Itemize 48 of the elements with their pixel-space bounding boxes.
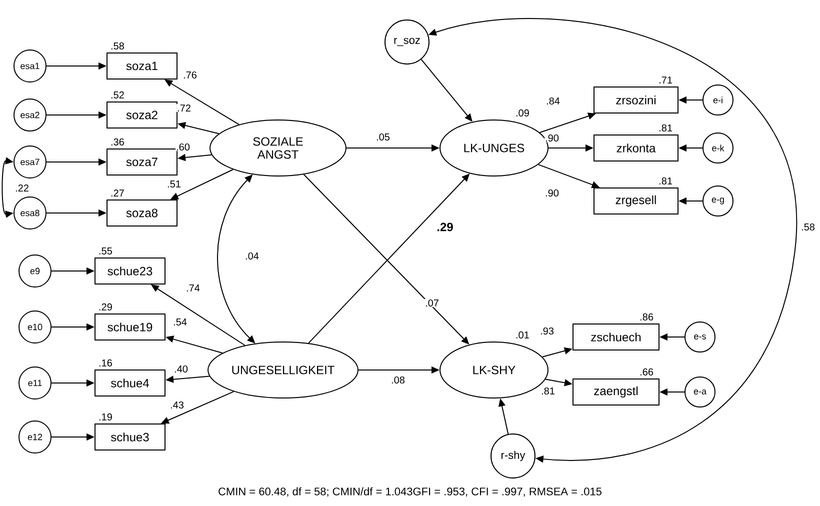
- coefficient-label: .58: [111, 42, 124, 50]
- edge-label: .84: [546, 96, 560, 106]
- edge-label: .93: [540, 326, 554, 336]
- coefficient-label: .52: [111, 91, 124, 98]
- caption: CMIN = 60.48, df = 58; CMIN/df = 1.043GFI = .953, CFI = .997, RMSEA = .015: [218, 487, 602, 497]
- coefficient-label: .36: [111, 138, 124, 146]
- edge-label: .43: [170, 400, 184, 410]
- edge-label: .58: [800, 222, 816, 232]
- indicator-box: soza1: [106, 52, 178, 80]
- edge-label: .90: [544, 134, 560, 142]
- edge-label: .90: [544, 188, 560, 198]
- edge-label: .54: [172, 318, 188, 326]
- indicator-box: zrsozini: [594, 86, 678, 114]
- indicator-box: schue23: [94, 258, 166, 284]
- edge-label: .51: [166, 180, 182, 188]
- coefficient-label: .27: [111, 190, 124, 196]
- coefficient-label: .19: [99, 413, 112, 420]
- edge-label: .05: [376, 132, 390, 142]
- coefficient-label: .16: [99, 359, 112, 366]
- edge-label: .76: [182, 70, 198, 80]
- coefficient-label: .71: [660, 76, 672, 84]
- coefficient-label: .09: [516, 109, 529, 116]
- edge-label: .22: [14, 184, 30, 192]
- edge-label: .08: [390, 376, 406, 384]
- coefficient-label: .55: [99, 248, 112, 254]
- indicator-box: soza2: [106, 102, 178, 128]
- indicator-box: zrgesell: [594, 188, 678, 214]
- indicator-box: zaengstl: [572, 378, 660, 406]
- edge-label: .40: [174, 364, 188, 374]
- edge-label: .29: [436, 222, 454, 232]
- indicator-box: soza8: [106, 200, 178, 226]
- edge-label: .04: [244, 252, 260, 260]
- edge-label: .72: [176, 104, 192, 112]
- edge-label: .07: [424, 298, 440, 308]
- coefficient-label: .86: [640, 313, 654, 320]
- coefficient-label: .81: [660, 124, 672, 132]
- indicator-box: schue19: [94, 313, 166, 340]
- edge-label: .74: [186, 284, 200, 292]
- coefficient-label: .29: [99, 303, 112, 310]
- indicator-box: soza7: [106, 148, 178, 176]
- indicator-box: zschuech: [572, 324, 660, 350]
- indicator-box: zrkonta: [594, 134, 678, 162]
- coefficient-label: .01: [516, 331, 529, 338]
- indicator-box: schue4: [94, 370, 166, 396]
- coefficient-label: .66: [640, 368, 654, 376]
- edge-label: .60: [176, 142, 190, 152]
- coefficient-label: .81: [660, 177, 672, 184]
- indicator-box: schue3: [94, 423, 166, 450]
